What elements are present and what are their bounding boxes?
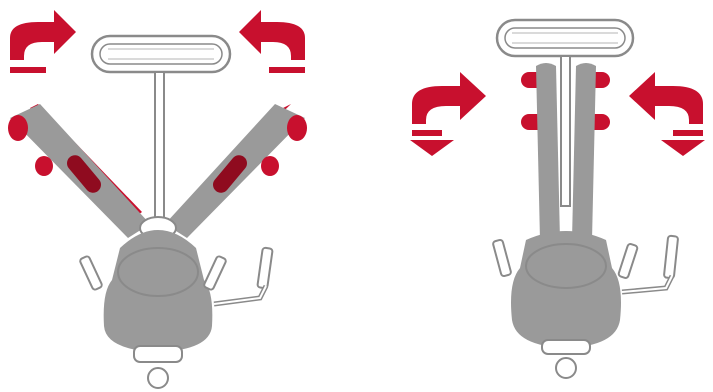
head bbox=[133, 345, 183, 389]
right-arm-board bbox=[203, 246, 274, 307]
right-leg bbox=[165, 104, 307, 238]
curved-arrow-right-icon bbox=[10, 10, 76, 73]
left-arm-board bbox=[492, 238, 512, 278]
right-arm-board bbox=[617, 234, 679, 295]
patient-body bbox=[511, 231, 621, 348]
head bbox=[541, 339, 591, 379]
patient-body bbox=[103, 230, 213, 352]
curved-arrow-left-icon bbox=[239, 10, 305, 73]
foot-bar bbox=[90, 34, 232, 223]
legs bbox=[536, 63, 596, 240]
curved-arrow-left-icon bbox=[629, 72, 705, 156]
left-leg bbox=[8, 104, 150, 238]
foot-bar bbox=[495, 18, 635, 207]
left-arm-board bbox=[79, 255, 103, 291]
curved-arrow-right-icon bbox=[410, 72, 486, 156]
panel-adducted bbox=[410, 18, 705, 379]
panel-abducted bbox=[8, 10, 307, 389]
